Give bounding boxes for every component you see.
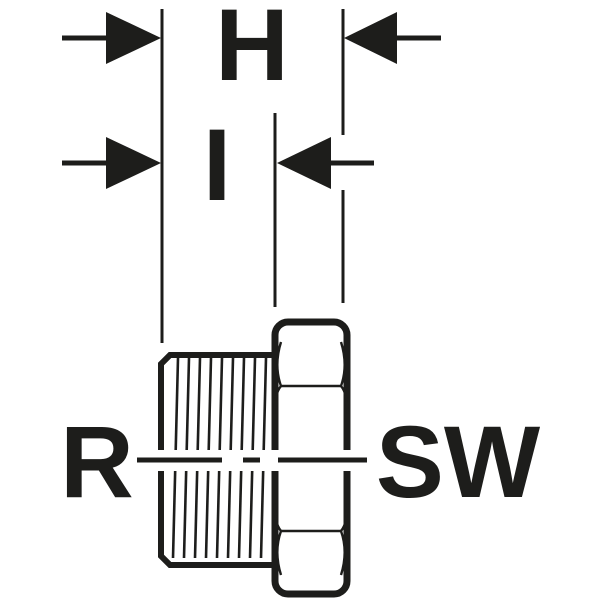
hex-facet-curve [339,530,346,576]
i-dim-arrowhead-right [277,137,331,189]
dim-label-sw: SW [376,405,541,519]
hex-facet-curve [276,530,283,576]
i-dim-arrowhead-left [106,137,161,189]
h-dim-arrowhead-left [106,12,161,64]
hex-facets [273,341,349,576]
hex-facet-curve [273,385,282,415]
hex-facet-curve [340,502,349,532]
dim-label-h: H [215,0,289,102]
h-dim-arrowhead-right [344,12,397,64]
hex-facet-curve [276,341,283,387]
hex-facet-curve [273,502,282,532]
dim-label-i: I [203,108,231,222]
dimension-labels: H I R SW [60,0,541,519]
hex-facet-curve [340,385,349,415]
dim-label-r: R [60,405,134,519]
dimension-arrowheads [106,12,397,189]
hex-facet-curve [339,341,346,387]
